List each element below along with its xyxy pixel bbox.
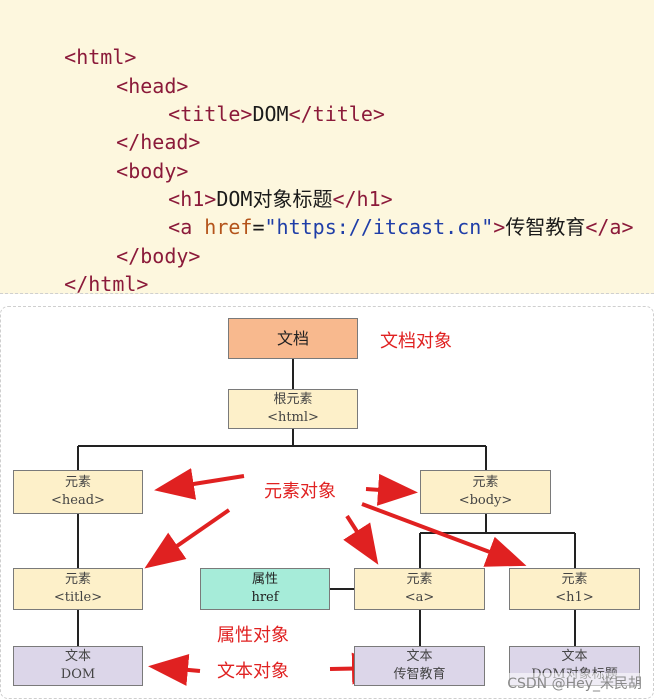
title-open-tag: <title>: [168, 102, 253, 126]
text-node-chuanzhi: 文本 传智教育: [354, 646, 485, 686]
arrow-to-text-dom: [148, 653, 201, 686]
a-element-node: 元素 <a>: [354, 568, 485, 610]
code-panel: <html> <head> <title>DOM</title> </head>…: [0, 0, 654, 296]
code-line-1: <html>: [16, 15, 136, 99]
code-line-4: </head>: [68, 100, 200, 184]
h1-node-type: 元素: [561, 572, 588, 587]
label-attribute-object: 属性对象: [217, 625, 289, 646]
head-close-tag: </head>: [116, 130, 201, 154]
label-text-object: 文本对象: [217, 661, 289, 682]
a-node-tag: <a>: [404, 590, 435, 605]
html-open-tag: <html>: [64, 45, 137, 69]
title-text: DOM: [252, 102, 289, 126]
watermark: CSDN @Hey_米民胡: [507, 673, 642, 693]
code-line-2: <head>: [68, 44, 188, 128]
arrow-to-head: [154, 468, 245, 500]
body-node-tag: <body>: [458, 493, 513, 508]
head-element-node: 元素 <head>: [13, 470, 143, 514]
h1-element-node: 元素 <h1>: [509, 568, 640, 610]
href-attribute: href: [204, 215, 253, 239]
arrow-to-title: [144, 508, 231, 569]
title-close-tag: </title>: [288, 102, 385, 126]
root-element-node: 根元素 <html>: [228, 389, 358, 429]
title-node-tag: <title>: [53, 590, 103, 605]
a-text: 传智教育: [505, 215, 586, 239]
a-open-tag-end: >: [493, 215, 506, 239]
body-node-type: 元素: [472, 475, 499, 490]
text-dom-type: 文本: [64, 649, 91, 664]
code-line-5: <body>: [68, 129, 188, 213]
arrow-to-h1: [361, 502, 527, 567]
text-node-dom: 文本 DOM: [13, 646, 143, 686]
arrow-to-a: [343, 514, 379, 565]
root-node-type: 根元素: [273, 392, 313, 407]
title-element-node: 元素 <title>: [13, 568, 143, 610]
a-open-tag: <a: [168, 215, 205, 239]
code-line-8: </body>: [68, 214, 200, 298]
text-h1-type: 文本: [561, 649, 588, 664]
head-node-tag: <head>: [51, 493, 105, 508]
tree-lines: [77, 359, 576, 646]
document-node: 文档: [228, 318, 358, 359]
head-node-type: 元素: [64, 475, 91, 490]
code-line-3: <title>DOM</title>: [120, 72, 385, 156]
attr-node-name: href: [251, 590, 279, 605]
arrow-to-body: [365, 473, 418, 506]
root-node-tag: <html>: [267, 410, 319, 425]
href-value: "https://itcast.cn": [264, 215, 494, 239]
text-dom-value: DOM: [60, 667, 96, 682]
h1-open-tag: <h1>: [168, 187, 217, 211]
body-open-tag: <body>: [116, 159, 189, 183]
equals-sign: =: [252, 215, 265, 239]
code-line-9: </html>: [16, 242, 148, 326]
h1-node-tag: <h1>: [555, 590, 594, 605]
label-element-object: 元素对象: [264, 481, 336, 502]
head-open-tag: <head>: [116, 74, 189, 98]
body-close-tag: </body>: [116, 244, 201, 268]
text-cz-type: 文本: [406, 649, 433, 664]
text-cz-value: 传智教育: [393, 667, 446, 682]
document-label: 文档: [276, 328, 309, 348]
label-document-object: 文档对象: [380, 331, 452, 352]
href-attribute-node: 属性 href: [200, 568, 330, 610]
html-close-tag: </html>: [64, 272, 149, 296]
h1-close-tag: </h1>: [332, 187, 393, 211]
code-line-6: <h1>DOM对象标题</h1>: [120, 157, 393, 241]
body-element-node: 元素 <body>: [420, 470, 551, 514]
attr-node-type: 属性: [251, 572, 278, 587]
annotation-arrows: [144, 468, 527, 686]
a-node-type: 元素: [406, 572, 433, 587]
title-node-type: 元素: [64, 572, 91, 587]
h1-text: DOM对象标题: [216, 187, 333, 211]
a-close-tag: </a>: [585, 215, 634, 239]
code-line-7: <a href="https://itcast.cn">传智教育</a>: [120, 185, 634, 269]
